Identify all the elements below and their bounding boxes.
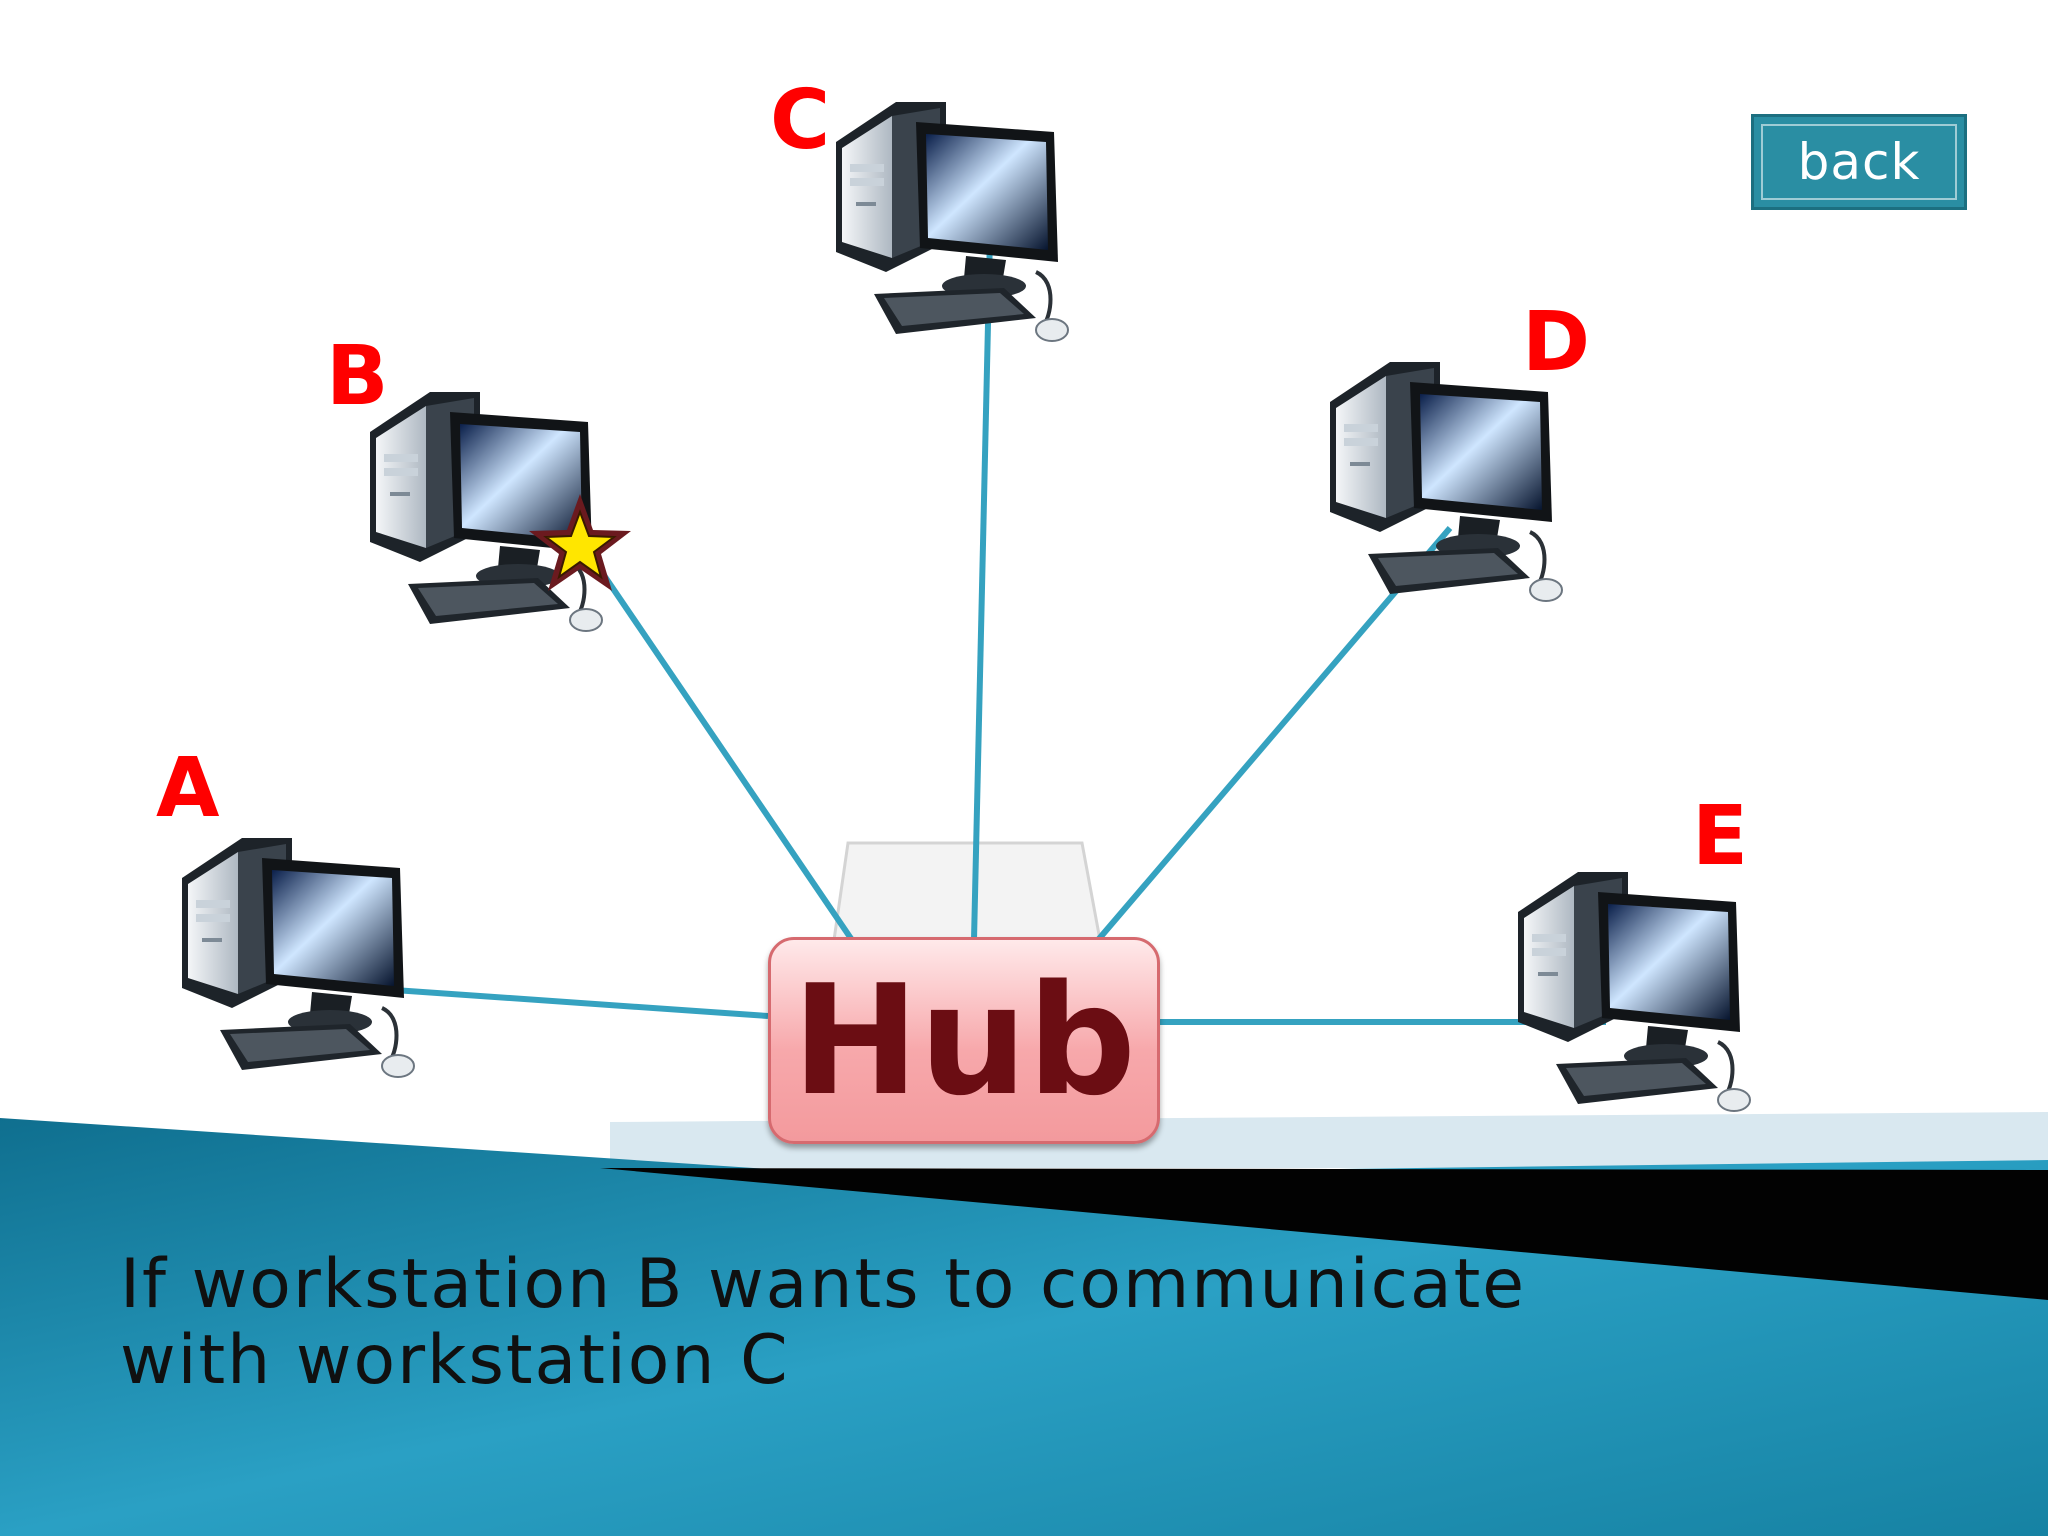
hub-label: Hub (791, 951, 1137, 1129)
star-icon (529, 494, 631, 591)
caption-line-1: If workstation B wants to communicate (120, 1245, 1527, 1324)
workstation-a-icon (180, 836, 416, 1079)
workstation-d-label: D (1522, 295, 1591, 390)
banner-black-stripe (600, 1168, 2048, 1300)
cable-c (971, 235, 993, 941)
hub-box: Hub (768, 937, 1160, 1144)
caption-line-2: with workstation C (120, 1321, 790, 1400)
cable-b (577, 538, 855, 942)
workstation-c-icon (834, 100, 1070, 343)
workstation-d-icon (1328, 360, 1564, 603)
workstation-e-label: E (1692, 789, 1749, 884)
workstation-a-label: A (156, 741, 220, 836)
hub-device (832, 841, 1102, 942)
slide-caption: If workstation B wants to communicate wi… (120, 1247, 1620, 1399)
workstation-e-icon (1516, 870, 1752, 1113)
workstation-b-icon (368, 390, 604, 633)
workstation-c-label: C (770, 73, 831, 168)
cable-d (1095, 526, 1453, 942)
workstation-b-label: B (326, 329, 389, 424)
back-button[interactable]: back (1751, 114, 1967, 210)
cable-a (393, 987, 769, 1019)
back-button-label: back (1797, 133, 1921, 191)
